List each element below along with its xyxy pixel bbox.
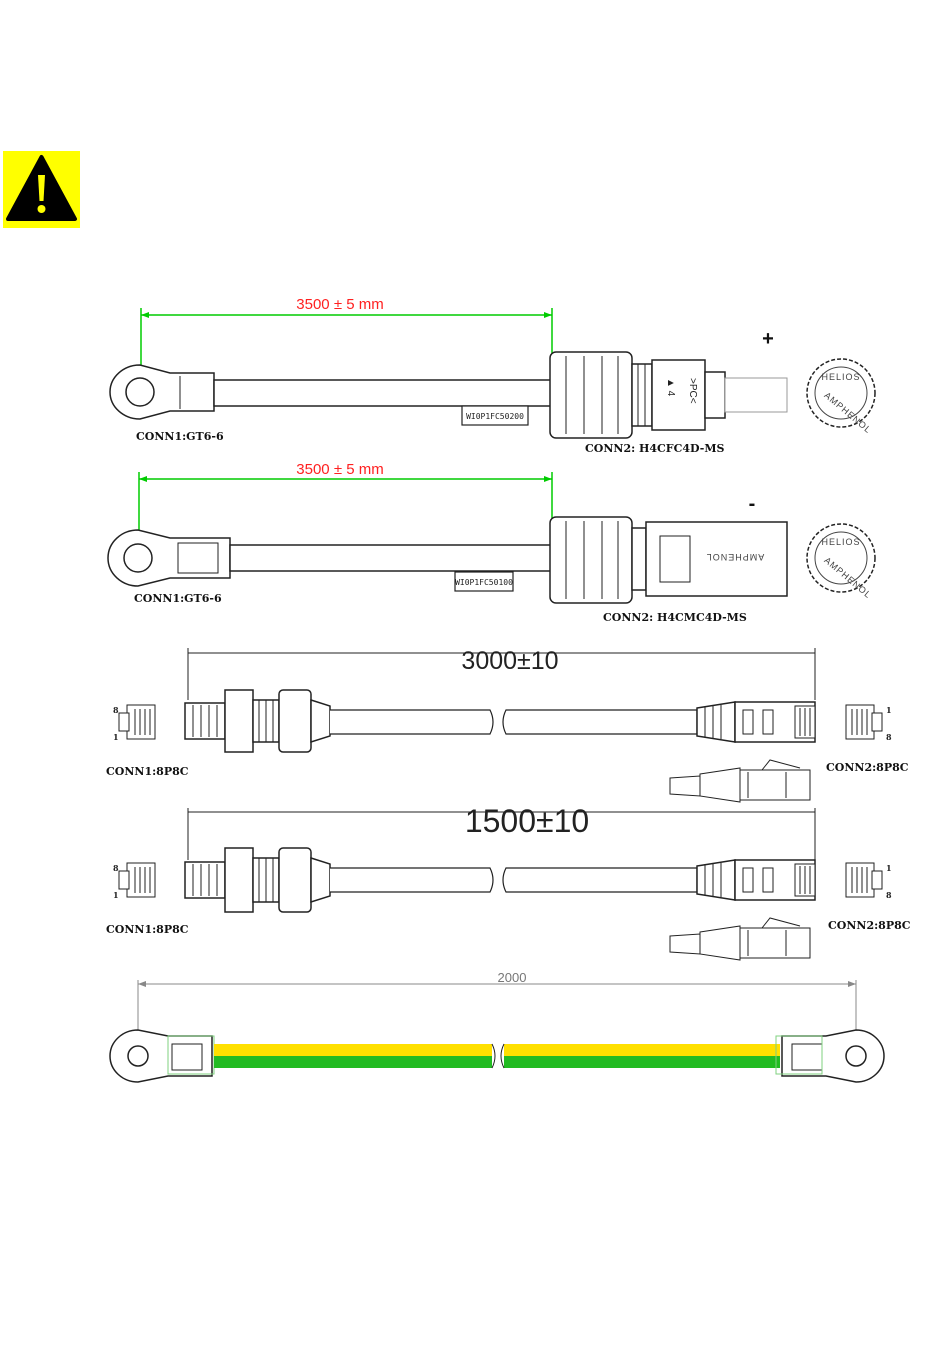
conn1-label: CONN1:8P8C xyxy=(106,765,189,778)
pin-label: 8 xyxy=(886,890,892,900)
pin-label: 1 xyxy=(113,732,119,742)
rj45-side-plug xyxy=(119,705,155,739)
mc4-male-body: AMPHENOL xyxy=(646,522,787,596)
cable-tag-text: WI0P1FC50200 xyxy=(466,412,524,421)
mc4-female-body: ▲ 4 >PC< xyxy=(652,360,787,430)
rj45-side-plug xyxy=(846,863,882,897)
cable-body xyxy=(330,710,493,734)
cap-text: HELIOS xyxy=(821,537,860,547)
dimension-line xyxy=(138,980,856,1035)
cable-body xyxy=(503,710,697,734)
waterproof-gland xyxy=(185,690,330,752)
conn2-label: CONN2:8P8C xyxy=(826,761,909,774)
rj45-boot-plug xyxy=(697,860,815,900)
dimension-label: 2000 xyxy=(498,970,527,985)
connector-nut xyxy=(550,352,652,438)
cable-tag-text: WI0P1FC50100 xyxy=(455,578,513,587)
cable-body xyxy=(230,545,552,571)
conn2-label: CONN2: H4CMC4D-MS xyxy=(603,611,747,624)
connector-mark: >PC< xyxy=(687,378,698,404)
ground-cable: 2000 xyxy=(110,970,884,1082)
dimension-label: 1500±10 xyxy=(465,803,589,839)
rj45-plug-sketch xyxy=(670,760,810,802)
conn2-label: CONN2: H4CFC4D-MS xyxy=(585,442,724,455)
dimension-label: 3500 ± 5 mm xyxy=(296,461,383,478)
conn1-label: CONN1:8P8C xyxy=(106,923,189,936)
rj45-side-plug xyxy=(119,863,155,897)
pin-label: 8 xyxy=(113,863,119,873)
dimension-label: 3500 ± 5 mm xyxy=(296,296,383,313)
ring-terminal xyxy=(110,1030,214,1082)
brand-text: AMPHENOL xyxy=(706,552,765,562)
rj45-cable-short: 1500±10 8 1 xyxy=(106,803,911,960)
pin-label: 8 xyxy=(113,705,119,715)
conn1-label: CONN1:GT6-6 xyxy=(136,430,224,443)
polarity-sign: - xyxy=(749,493,756,515)
end-cap: HELIOS AMPHENOL xyxy=(807,359,875,435)
pin-label: 1 xyxy=(886,705,892,715)
pin-label: 8 xyxy=(886,732,892,742)
ring-terminal xyxy=(108,530,230,586)
connector-nut xyxy=(550,517,646,603)
rj45-plug-sketch xyxy=(670,918,810,960)
rj45-boot-plug xyxy=(697,702,815,742)
conn2-label: CONN2:8P8C xyxy=(828,919,911,932)
pin-label: 1 xyxy=(113,890,119,900)
connector-mark: ▲ 4 xyxy=(665,378,676,397)
end-cap: HELIOS AMPHENOL xyxy=(807,524,875,600)
polarity-sign: + xyxy=(762,328,774,350)
conn1-label: CONN1:GT6-6 xyxy=(134,592,222,605)
ground-wire xyxy=(214,1044,780,1068)
cable-body xyxy=(330,868,493,892)
cable-negative: 3500 ± 5 mm WI0P1FC50100 AMPHENOL - HELI… xyxy=(108,461,875,624)
rj45-cable-long: 3000±10 8 1 xyxy=(106,647,909,802)
pin-label: 1 xyxy=(886,863,892,873)
waterproof-gland xyxy=(185,848,330,912)
ring-terminal xyxy=(110,365,214,419)
cable-body xyxy=(214,380,552,406)
ring-terminal xyxy=(776,1030,884,1082)
cable-body xyxy=(503,868,697,892)
dimension-label: 3000±10 xyxy=(461,647,558,675)
cap-text: HELIOS xyxy=(821,372,860,382)
rj45-side-plug xyxy=(846,705,882,739)
cable-positive: 3500 ± 5 mm WI0P1FC50200 ▲ 4 xyxy=(110,296,875,455)
